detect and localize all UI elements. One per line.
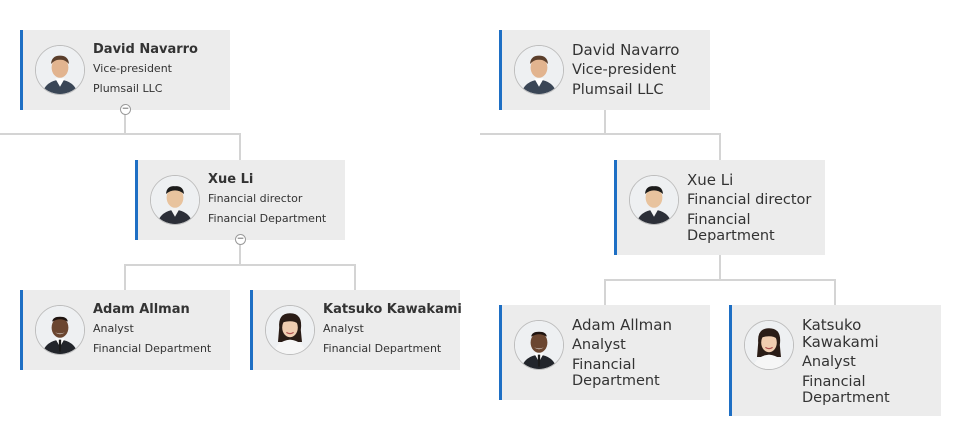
employee-name: Xue Li xyxy=(208,172,254,187)
connector xyxy=(719,255,721,280)
connector xyxy=(604,110,606,134)
connector xyxy=(124,264,126,290)
department: Plumsail LLC xyxy=(572,82,664,98)
avatar xyxy=(265,305,315,355)
connector xyxy=(239,133,241,160)
connector xyxy=(239,240,241,265)
avatar xyxy=(150,175,200,225)
connector xyxy=(719,133,721,160)
department: Financial Department xyxy=(93,342,212,355)
connector xyxy=(124,110,126,134)
connector xyxy=(834,279,836,305)
connector xyxy=(604,279,836,281)
employee-name: Xue Li xyxy=(687,171,734,189)
employee-name: Adam Allman xyxy=(93,302,190,317)
org-node-xue-li[interactable]: Xue Li Financial director Financial Depa… xyxy=(135,160,345,240)
job-title: Vice-president xyxy=(572,62,677,78)
job-title: Analyst xyxy=(802,354,856,370)
collapse-toggle[interactable]: − xyxy=(235,234,246,245)
employee-name: Katsuko Kawakami xyxy=(802,316,879,351)
org-node-xue-li[interactable]: Xue Li Financial director Financial Depa… xyxy=(614,160,825,255)
avatar xyxy=(35,45,85,95)
department: Financial Department xyxy=(802,374,890,406)
employee-name: Katsuko Kawakami xyxy=(323,302,462,317)
connector xyxy=(0,133,240,135)
department: Financial Department xyxy=(687,212,775,244)
employee-name: David Navarro xyxy=(93,42,198,57)
connector xyxy=(124,264,355,266)
department: Plumsail LLC xyxy=(93,82,163,95)
employee-name: David Navarro xyxy=(572,41,680,59)
avatar xyxy=(514,320,564,370)
department: Financial Department xyxy=(572,357,660,389)
collapse-toggle[interactable]: − xyxy=(120,104,131,115)
department: Financial Department xyxy=(208,212,327,225)
avatar xyxy=(35,305,85,355)
job-title: Financial director xyxy=(687,192,812,208)
job-title: Analyst xyxy=(323,322,364,335)
connector xyxy=(480,133,720,135)
department: Financial Department xyxy=(323,342,442,355)
avatar xyxy=(514,45,564,95)
org-node-katsuko-kawakami[interactable]: Katsuko Kawakami Analyst Financial Depar… xyxy=(250,290,462,370)
employee-name: Adam Allman xyxy=(572,316,672,334)
connector xyxy=(604,279,606,305)
avatar xyxy=(629,175,679,225)
org-node-adam-allman[interactable]: Adam Allman Analyst Financial Department xyxy=(499,305,710,400)
job-title: Analyst xyxy=(93,322,134,335)
avatar xyxy=(744,320,794,370)
org-node-david-navarro[interactable]: David Navarro Vice-president Plumsail LL… xyxy=(20,30,230,110)
job-title: Analyst xyxy=(572,337,626,353)
connector xyxy=(354,264,356,290)
org-node-david-navarro[interactable]: David Navarro Vice-president Plumsail LL… xyxy=(499,30,710,110)
job-title: Vice-president xyxy=(93,62,172,75)
org-node-adam-allman[interactable]: Adam Allman Analyst Financial Department xyxy=(20,290,230,370)
org-node-katsuko-kawakami[interactable]: Katsuko Kawakami Analyst Financial Depar… xyxy=(729,305,941,416)
job-title: Financial director xyxy=(208,192,303,205)
